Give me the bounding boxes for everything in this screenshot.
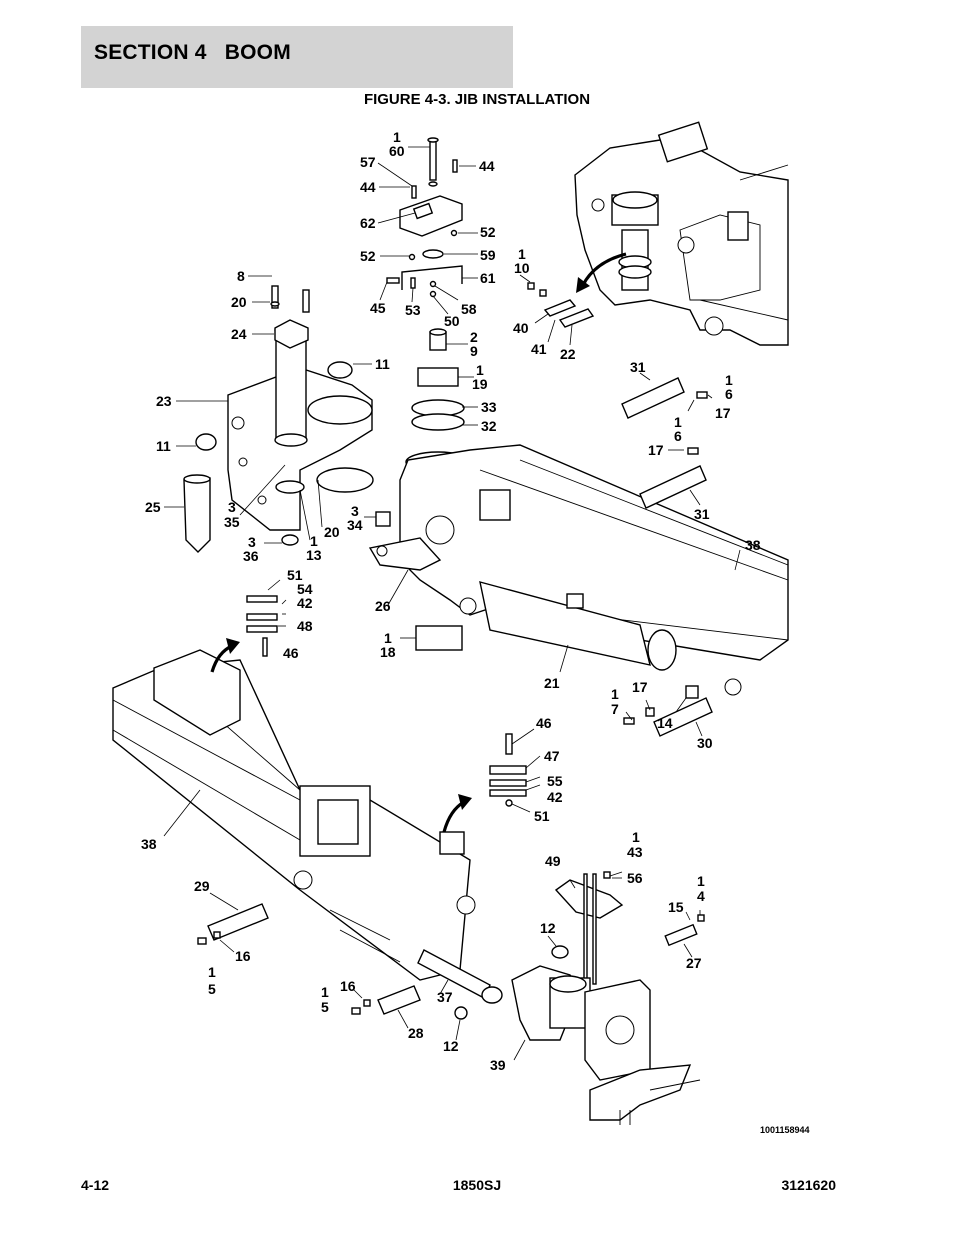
callout-49: 49 <box>545 853 561 869</box>
rotator-assembly-drawing <box>574 121 789 346</box>
callout-42: 42 <box>297 595 313 611</box>
callout-52: 52 <box>480 224 496 240</box>
callout-15: 15 <box>668 899 684 915</box>
callout-62: 62 <box>360 215 376 231</box>
callout-17: 17 <box>648 442 664 458</box>
callout-11: 11 <box>156 438 171 454</box>
callout-53: 53 <box>405 302 421 318</box>
callout-20: 20 <box>231 294 247 310</box>
callout-58: 58 <box>461 301 477 317</box>
callout-61: 61 <box>480 270 496 286</box>
callout-8: 8 <box>237 268 245 284</box>
callout-27: 27 <box>686 955 702 971</box>
callout-32: 32 <box>481 418 497 434</box>
callout-59: 59 <box>480 247 496 263</box>
callout-44: 44 <box>479 158 495 174</box>
callout-16: 16 <box>235 948 251 964</box>
callout-29: 29 <box>194 878 210 894</box>
callout-38: 38 <box>141 836 157 852</box>
callout-52: 52 <box>360 248 376 264</box>
callout-24: 24 <box>231 326 247 342</box>
callout-45: 45 <box>370 300 386 316</box>
bracket-plates <box>527 282 595 328</box>
platform-mount <box>511 871 701 1125</box>
footer-manual-number: 3121620 <box>781 1177 836 1193</box>
drawing-number: 1001158944 <box>760 1125 810 1135</box>
callout-31: 31 <box>694 506 710 522</box>
jib-pivot-assembly <box>183 285 391 553</box>
callout-31: 31 <box>630 359 646 375</box>
callout-40: 40 <box>513 320 529 336</box>
callout-14: 14 <box>657 715 673 731</box>
callout-12: 12 <box>443 1038 459 1054</box>
footer-model: 1850SJ <box>452 1177 502 1193</box>
callout-25: 25 <box>145 499 161 515</box>
figure-title: FIGURE 4-3. JIB INSTALLATION <box>363 91 591 108</box>
callout-44: 44 <box>360 179 376 195</box>
callout-57: 57 <box>360 154 376 170</box>
callout-21: 21 <box>544 675 560 691</box>
callout-16: 16 <box>340 978 356 994</box>
callout-51: 51 <box>534 808 550 824</box>
callout-20: 20 <box>324 524 340 540</box>
callout-17: 17 <box>632 679 648 695</box>
callout-56: 56 <box>627 870 643 886</box>
callout-46: 46 <box>283 645 299 661</box>
callout-23: 23 <box>156 393 172 409</box>
callout-12: 12 <box>540 920 556 936</box>
callout-42: 42 <box>547 789 563 805</box>
callout-26: 26 <box>375 598 391 614</box>
callout-11: 11 <box>375 356 390 372</box>
callout-50: 50 <box>444 313 460 329</box>
callout-55: 55 <box>547 773 563 789</box>
callout-39: 39 <box>490 1057 506 1073</box>
callout-30: 30 <box>697 735 713 751</box>
section-header-band <box>81 26 513 88</box>
jib-boom <box>112 595 476 981</box>
callout-22: 22 <box>560 346 576 362</box>
top-hardware-stack <box>386 137 463 298</box>
callout-48: 48 <box>297 618 313 634</box>
callout-28: 28 <box>408 1025 424 1041</box>
callout-47: 47 <box>544 748 560 764</box>
callout-51: 51 <box>287 567 303 583</box>
footer-page-number: 4-12 <box>81 1177 110 1193</box>
section-title: SECTION 4 BOOM <box>94 41 291 64</box>
callout-33: 33 <box>481 399 497 415</box>
callout-46: 46 <box>536 715 552 731</box>
callout-38: 38 <box>745 537 761 553</box>
callout-54: 54 <box>297 581 313 597</box>
leader-lines <box>163 146 741 1061</box>
callout-41: 41 <box>531 341 547 357</box>
callout-17: 17 <box>715 405 731 421</box>
lower-hardware <box>197 733 705 1020</box>
boom-structure <box>368 377 789 737</box>
callout-37: 37 <box>437 989 453 1005</box>
